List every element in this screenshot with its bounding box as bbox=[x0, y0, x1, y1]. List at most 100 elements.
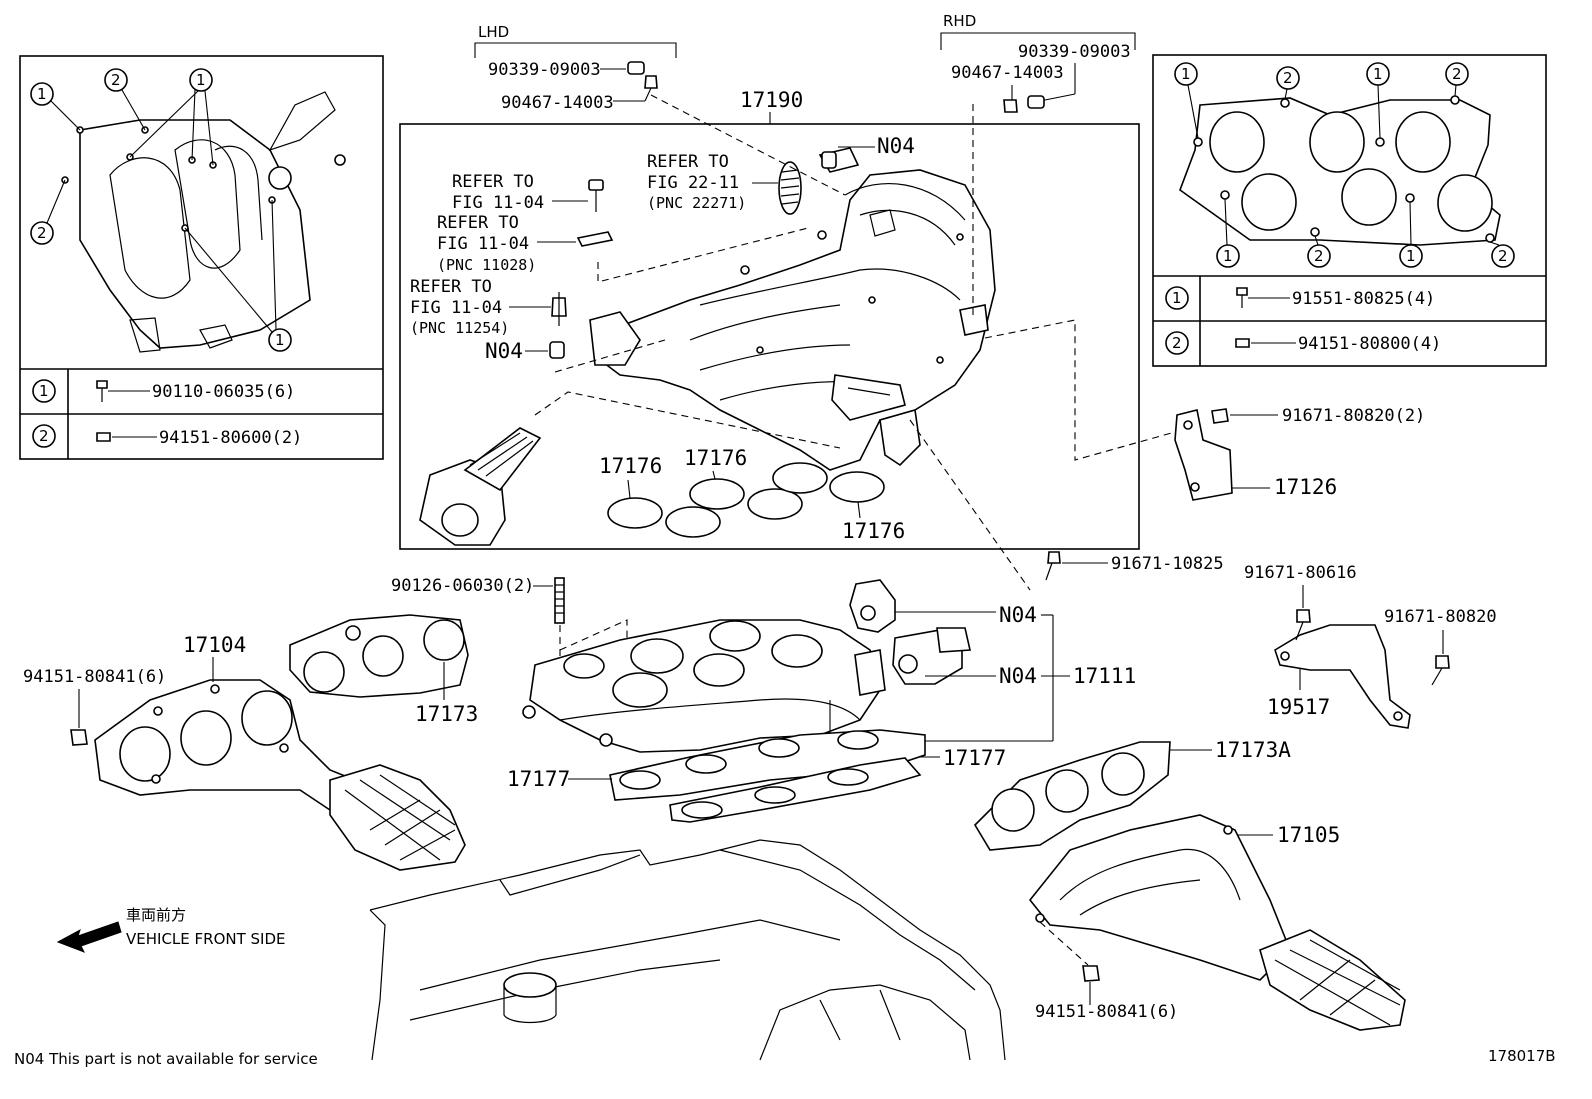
svg-text:REFER TO: REFER TO bbox=[437, 213, 519, 233]
gaskets-17176: 17176 17176 17176 bbox=[599, 446, 905, 543]
arrow-left-icon bbox=[56, 921, 122, 953]
svg-text:VEHICLE FRONT SIDE: VEHICLE FRONT SIDE bbox=[126, 930, 286, 948]
svg-text:REFER TO: REFER TO bbox=[410, 277, 492, 297]
not-available-marker: N04 bbox=[999, 664, 1037, 688]
svg-text:1: 1 bbox=[1172, 289, 1182, 307]
throttle-body bbox=[419, 427, 542, 546]
svg-text:1: 1 bbox=[39, 382, 49, 400]
part-number: 94151-80800(4) bbox=[1298, 334, 1441, 354]
part-number: 91671-80820 bbox=[1384, 607, 1497, 627]
right-inset-callouts: 1 2 1 2 1 2 1 2 bbox=[1174, 62, 1515, 268]
part-number: 94151-80841(6) bbox=[23, 667, 166, 687]
part-number: 17176 bbox=[842, 519, 905, 543]
right-inset: 1 2 1 2 1 2 1 2 1 91551-80825(4) 2 bbox=[1152, 54, 1547, 367]
right-inset-row-2: 2 94151-80800(4) bbox=[1165, 331, 1441, 355]
part-number: 91671-80616 bbox=[1244, 563, 1357, 583]
nut-94151-right: 94151-80841(6) bbox=[1035, 965, 1178, 1022]
part-number: 94151-80600(2) bbox=[159, 428, 302, 448]
svg-text:FIG 11-04: FIG 11-04 bbox=[410, 298, 502, 318]
exhaust-manifold-17105: 17105 bbox=[1028, 814, 1406, 1031]
upper-intake-group: 17190 bbox=[399, 88, 1140, 550]
part-number: 90467-14003 bbox=[501, 93, 614, 113]
svg-text:(PNC 22271): (PNC 22271) bbox=[647, 194, 746, 212]
footnote: N04 This part is not available for servi… bbox=[14, 1050, 318, 1068]
svg-text:RHD: RHD bbox=[943, 12, 976, 30]
svg-text:2: 2 bbox=[39, 427, 49, 445]
gasket-17173A: 17173A bbox=[973, 738, 1291, 851]
svg-text:1: 1 bbox=[1406, 247, 1416, 265]
svg-text:2: 2 bbox=[1283, 69, 1293, 87]
svg-text:2: 2 bbox=[1314, 247, 1324, 265]
callout-2: 2 bbox=[37, 224, 47, 242]
nut-94151-left: 94151-80841(6) bbox=[23, 667, 166, 746]
rhd-bracket: RHD 90339-09003 90467-14003 bbox=[940, 12, 1136, 113]
part-number: 91671-10825 bbox=[1111, 554, 1224, 574]
left-inset-row-1: 1 90110-06035(6) bbox=[32, 379, 295, 403]
svg-text:REFER TO: REFER TO bbox=[452, 172, 534, 192]
refer-fig-11-04-c: REFER TO FIG 11-04 (PNC 11254) bbox=[410, 277, 567, 337]
lower-intake-manifold bbox=[522, 619, 886, 753]
left-inset-row-2: 2 94151-80600(2) bbox=[32, 424, 302, 448]
part-number: 17177 bbox=[943, 746, 1006, 770]
stay-19517: 91671-80616 91671-80820 19517 bbox=[1244, 563, 1497, 729]
refer-fig-11-04-b: REFER TO FIG 11-04 (PNC 11028) bbox=[437, 213, 614, 274]
lhd-bracket: LHD 90339-09003 90467-14003 bbox=[474, 23, 677, 113]
engine-block-sketch bbox=[369, 839, 1006, 1061]
vehicle-front-indicator: 車両前方 VEHICLE FRONT SIDE bbox=[56, 906, 286, 953]
svg-text:2: 2 bbox=[1498, 247, 1508, 265]
part-number: 90339-09003 bbox=[1018, 42, 1131, 62]
part-number: 90110-06035(6) bbox=[152, 382, 295, 402]
svg-text:2: 2 bbox=[1452, 65, 1462, 83]
svg-text:FIG 11-04: FIG 11-04 bbox=[437, 234, 529, 254]
svg-text:車両前方: 車両前方 bbox=[126, 906, 186, 924]
callout-1: 1 bbox=[275, 331, 285, 349]
n04-left: N04 bbox=[485, 339, 565, 363]
left-inset-callouts: 1 2 1 2 1 bbox=[30, 68, 292, 352]
svg-text:LHD: LHD bbox=[478, 23, 509, 41]
n04-top: N04 bbox=[821, 134, 915, 169]
gasket-17173: 17173 bbox=[289, 614, 478, 726]
part-number: 90126-06030(2) bbox=[391, 576, 534, 596]
part-number: 17173A bbox=[1215, 738, 1291, 762]
callout-1: 1 bbox=[196, 71, 206, 89]
svg-text:(PNC 11254): (PNC 11254) bbox=[410, 319, 509, 337]
bracket-17126: 91671-80820(2) 17126 bbox=[984, 319, 1425, 501]
part-number: 17126 bbox=[1274, 475, 1337, 499]
svg-text:1: 1 bbox=[1373, 65, 1383, 83]
part-number: 19517 bbox=[1267, 695, 1330, 719]
figure-id: 178017B bbox=[1488, 1047, 1556, 1065]
sensor-group-17111: N04 N04 17111 bbox=[829, 579, 1136, 742]
part-number: 91551-80825(4) bbox=[1292, 289, 1435, 309]
part-number: 17111 bbox=[1073, 664, 1136, 688]
part-number: 90467-14003 bbox=[951, 63, 1064, 83]
svg-text:2: 2 bbox=[1172, 334, 1182, 352]
part-number: 17105 bbox=[1277, 823, 1340, 847]
gaskets-17177: 17177 17177 bbox=[507, 729, 1006, 823]
svg-text:(PNC 11028): (PNC 11028) bbox=[437, 256, 536, 274]
part-number: 17190 bbox=[740, 88, 803, 112]
upper-intake-plenum bbox=[589, 147, 996, 471]
refer-fig-22-11: REFER TO FIG 22-11 (PNC 22271) bbox=[647, 152, 802, 215]
callout-2: 2 bbox=[111, 71, 121, 89]
part-number: 91671-80820(2) bbox=[1282, 406, 1425, 426]
not-available-marker: N04 bbox=[999, 603, 1037, 627]
part-number: 17177 bbox=[507, 767, 570, 791]
left-inset: 1 2 1 2 1 1 90110-06035(6) 2 94151-80600… bbox=[19, 55, 384, 460]
callout-1: 1 bbox=[37, 85, 47, 103]
part-number: 94151-80841(6) bbox=[1035, 1002, 1178, 1022]
part-number: 90339-09003 bbox=[488, 60, 601, 80]
bolt-91671-10825: 91671-10825 bbox=[909, 419, 1224, 591]
part-number: 17176 bbox=[684, 446, 747, 470]
part-number: 17173 bbox=[415, 702, 478, 726]
svg-text:FIG 22-11: FIG 22-11 bbox=[647, 173, 739, 193]
left-inset-manifold-sketch bbox=[61, 91, 346, 353]
svg-text:FIG 11-04: FIG 11-04 bbox=[452, 193, 544, 213]
not-available-marker: N04 bbox=[485, 339, 523, 363]
refer-fig-11-04-a: REFER TO FIG 11-04 bbox=[452, 172, 604, 213]
exhaust-manifold-17104: 17104 bbox=[94, 633, 466, 871]
right-inset-row-1: 1 91551-80825(4) bbox=[1165, 286, 1435, 310]
svg-text:REFER TO: REFER TO bbox=[647, 152, 729, 172]
right-inset-gasket-sketch bbox=[1179, 95, 1501, 246]
part-number: 17104 bbox=[183, 633, 246, 657]
